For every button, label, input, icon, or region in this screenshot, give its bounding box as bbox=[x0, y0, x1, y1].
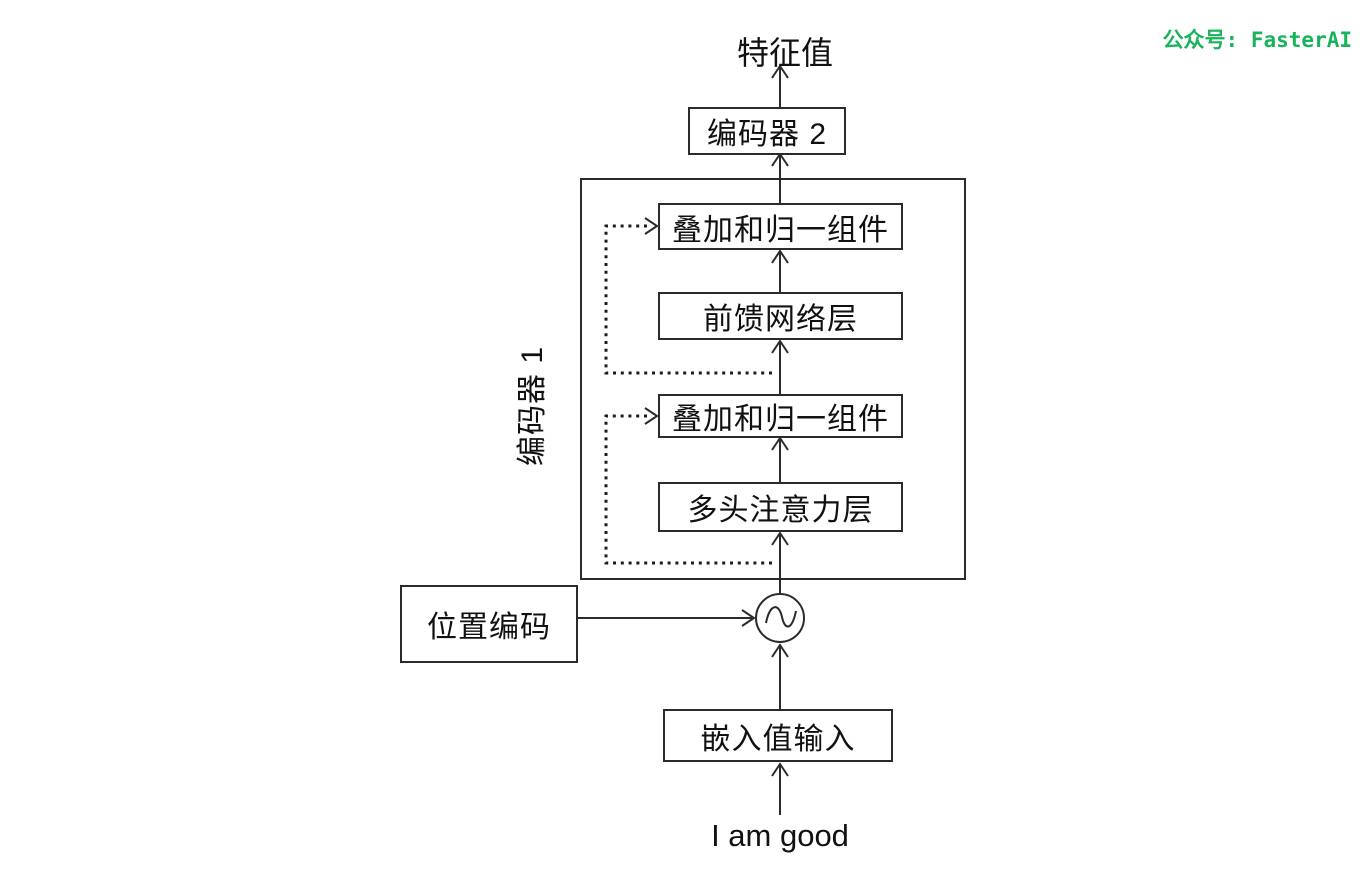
residual-connections bbox=[604, 217, 772, 565]
flow-arrows bbox=[578, 64, 789, 815]
positional-encoding-label: 位置编码 bbox=[427, 611, 551, 644]
sum-node-circle bbox=[755, 593, 805, 643]
arrowhead-sum-left bbox=[741, 609, 756, 627]
encoder-2-label: 编码器 2 bbox=[706, 118, 828, 151]
arrowhead-addnorm-lower bbox=[771, 436, 789, 451]
residual-arrowhead-lower bbox=[644, 407, 659, 425]
feed-forward-box: 前馈网络层 bbox=[658, 292, 903, 340]
arrowhead-ffn bbox=[771, 339, 789, 354]
arrowhead-mha bbox=[771, 531, 789, 546]
input-sentence: I am good bbox=[711, 818, 849, 853]
encoder-2-box: 编码器 2 bbox=[688, 107, 846, 155]
arrowhead-embed bbox=[771, 762, 789, 777]
arrowhead-output bbox=[771, 64, 789, 79]
add-norm-upper-label: 叠加和归一组件 bbox=[672, 213, 889, 247]
sine-summation-icon bbox=[755, 593, 805, 643]
multi-head-attention-label: 多头注意力层 bbox=[687, 494, 874, 527]
watermark-label: 公众号: FasterAI bbox=[1162, 28, 1352, 52]
positional-encoding-box: 位置编码 bbox=[400, 585, 578, 663]
encoder-1-label: 编码器 1 bbox=[516, 345, 549, 467]
arrowhead-sum-bottom bbox=[771, 643, 789, 658]
encoder-1-box bbox=[580, 178, 966, 580]
arrowhead-addnorm-upper bbox=[771, 249, 789, 264]
output-label: 特征值 bbox=[736, 35, 833, 71]
sine-wave-glyph bbox=[765, 606, 797, 628]
add-norm-upper-box: 叠加和归一组件 bbox=[658, 203, 903, 250]
add-norm-lower-box: 叠加和归一组件 bbox=[658, 394, 903, 438]
residual-arrowhead-upper bbox=[644, 217, 659, 235]
embedding-input-box: 嵌入值输入 bbox=[663, 709, 893, 762]
add-norm-lower-label: 叠加和归一组件 bbox=[672, 403, 889, 436]
multi-head-attention-box: 多头注意力层 bbox=[658, 482, 903, 532]
feed-forward-label: 前馈网络层 bbox=[703, 303, 858, 336]
embedding-input-label: 嵌入值输入 bbox=[700, 722, 856, 756]
